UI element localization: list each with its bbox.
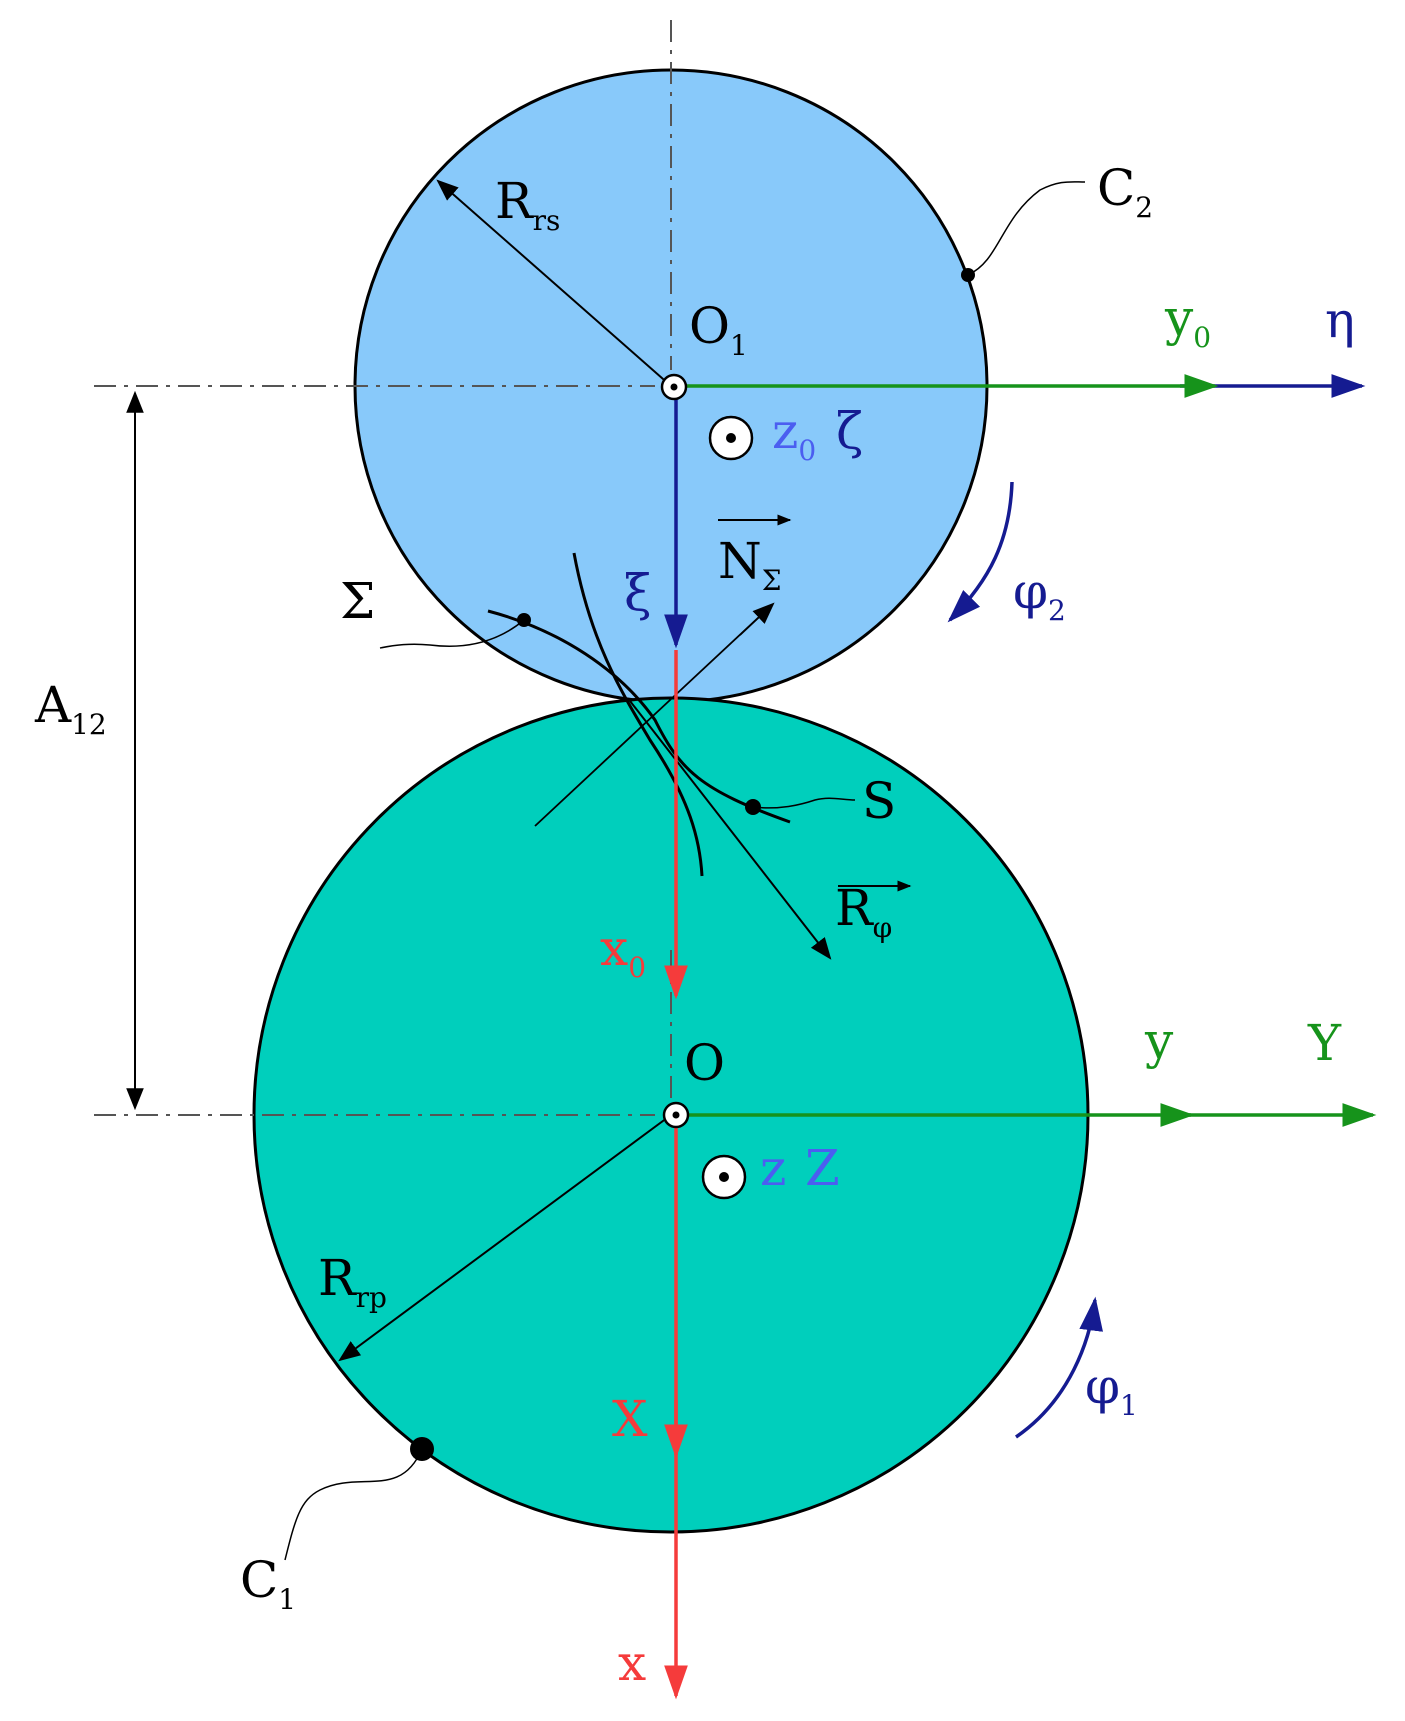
o-origin-marker xyxy=(662,1101,690,1129)
leader-lines xyxy=(284,181,1086,1561)
label-z: z xyxy=(760,1139,786,1197)
c2-point xyxy=(961,268,975,282)
label-phi2: φ2 xyxy=(1013,562,1066,627)
label-y: y xyxy=(1144,1012,1174,1070)
sigma-curve xyxy=(487,609,791,824)
phi2-rotation-arrow xyxy=(947,481,1014,623)
label-c2: C2 xyxy=(1097,159,1153,224)
label-y0: y0 xyxy=(1164,289,1211,354)
label-phi1: φ1 xyxy=(1085,1357,1138,1422)
c1-point xyxy=(410,1437,434,1461)
rrp-radius-arrow xyxy=(338,1114,672,1362)
label-Y: Y xyxy=(1307,1014,1342,1072)
label-eta: η xyxy=(1325,291,1355,349)
label-x: x xyxy=(618,1634,646,1692)
label-s: S xyxy=(862,772,896,830)
sigma-point xyxy=(517,613,531,627)
label-x0: x0 xyxy=(600,919,646,984)
label-zeta: ζ xyxy=(836,402,863,460)
s-point xyxy=(745,799,761,815)
label-rrp: Rrp xyxy=(318,1249,387,1314)
s-curve xyxy=(572,552,704,877)
label-n-sigma: NΣ xyxy=(718,532,782,597)
o1-origin-marker xyxy=(660,373,688,401)
label-c1: C1 xyxy=(240,1551,296,1616)
label-Z: Z xyxy=(805,1139,840,1197)
centerlines xyxy=(94,20,672,1116)
z0-out-of-plane-marker xyxy=(708,415,754,461)
label-z0: z0 xyxy=(772,402,816,467)
label-o1: O1 xyxy=(689,297,748,362)
rrs-radius-arrow xyxy=(436,179,672,387)
label-rrs: Rrs xyxy=(495,172,560,237)
n-sigma-arrowhead xyxy=(739,602,775,636)
label-X: X xyxy=(612,1390,648,1448)
label-r-phi: Rφ xyxy=(835,879,892,944)
z-out-of-plane-marker xyxy=(701,1154,747,1200)
label-a12: A12 xyxy=(34,676,107,741)
label-xi: ξ xyxy=(624,564,652,622)
label-sigma: Σ xyxy=(340,572,375,630)
r-phi-arrow xyxy=(629,700,832,960)
label-o: O xyxy=(684,1034,725,1092)
phi1-rotation-arrow xyxy=(1015,1296,1104,1439)
